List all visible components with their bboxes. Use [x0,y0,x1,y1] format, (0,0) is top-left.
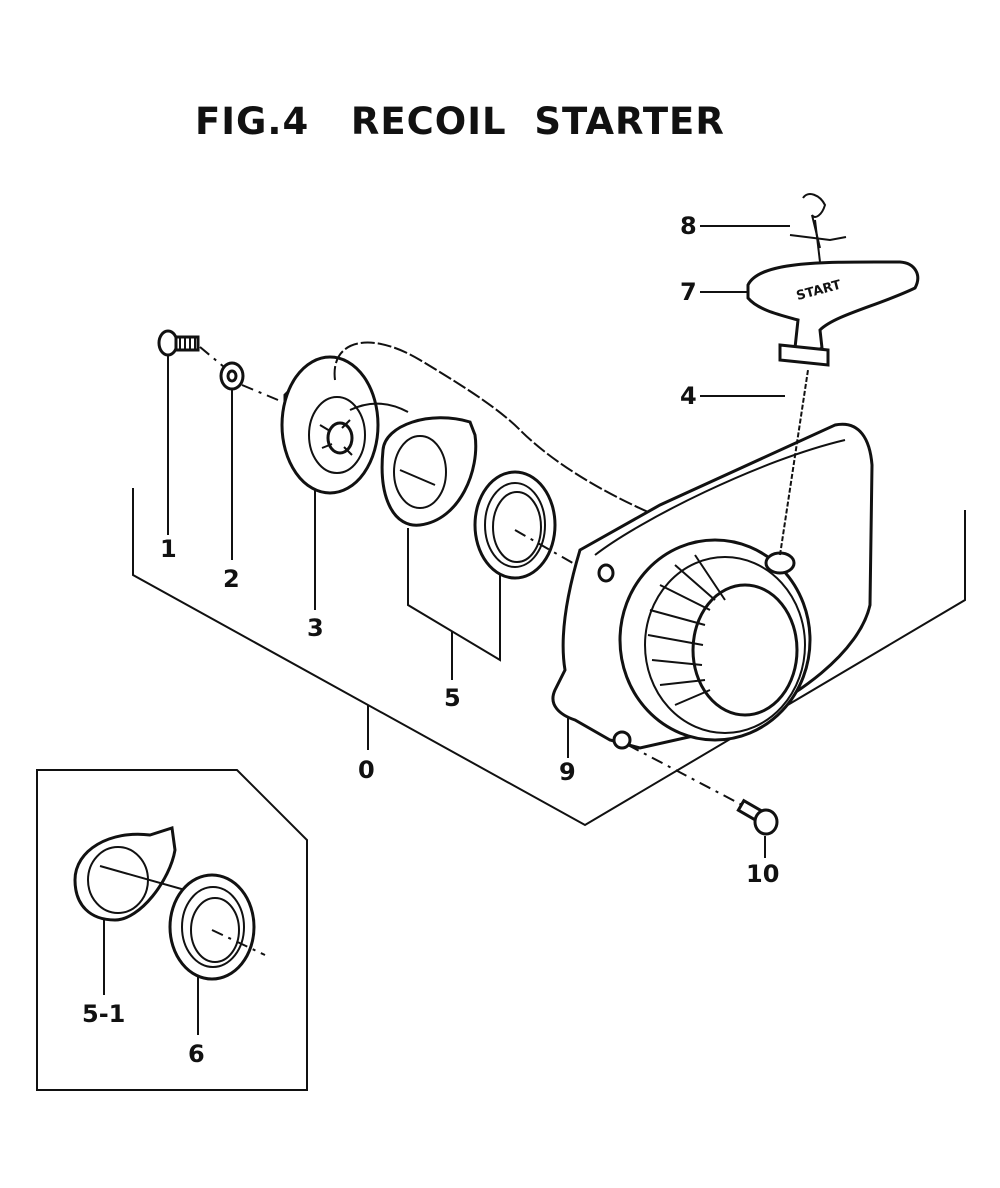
part-7-handle: START [746,260,920,367]
callout-7: 7 [680,278,697,306]
part-4-rope [779,369,809,556]
callout-8: 8 [680,212,697,240]
callout-0: 0 [358,756,375,784]
callout-2: 2 [223,565,240,593]
part-5-recoil-spring [473,470,557,580]
callout-5: 5 [444,684,461,712]
part-2-washer [219,361,245,391]
callout-9: 9 [559,758,576,786]
part-10-screw [736,798,779,836]
starter-rope [333,341,656,516]
part-3-pulley [280,355,380,495]
part-5-spring-case [380,416,478,527]
assembly-bracket-0 [132,488,966,827]
callout-4: 4 [680,382,697,410]
callout-5-1: 5-1 [82,1000,125,1028]
part-1-bolt [157,329,200,357]
callout-10: 10 [746,860,779,888]
callout-3: 3 [307,614,324,642]
part-6-recoil-spring [168,873,256,981]
callout-1: 1 [160,535,177,563]
detail-inset-box [36,769,308,1091]
part-9-starter-case [551,422,874,750]
figure-title: FIG.4 RECOIL STARTER [195,100,725,143]
leader-lines [103,225,790,1035]
callout-6: 6 [188,1040,205,1068]
part-8-pin [789,193,847,263]
